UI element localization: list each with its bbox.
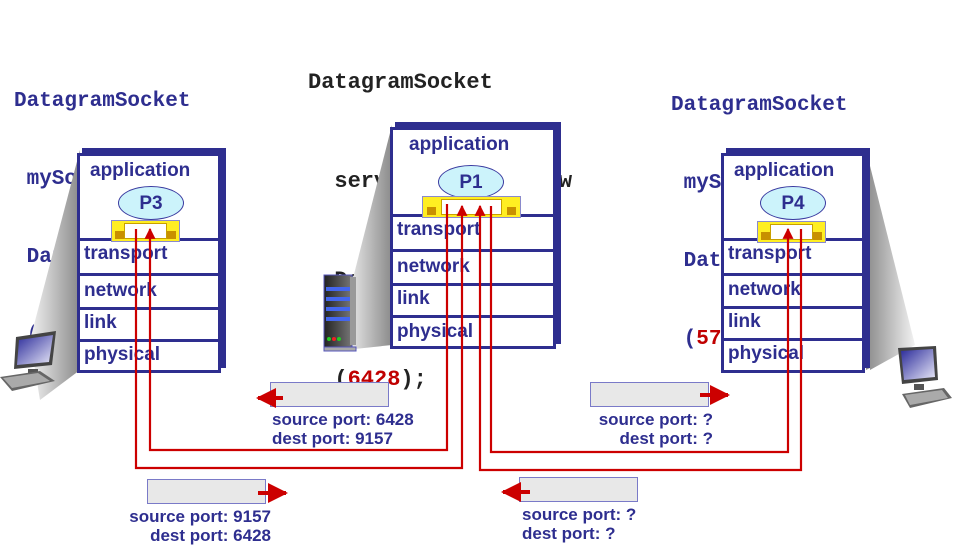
socket-p3[interactable] — [111, 220, 180, 242]
code-line: DatagramSocket — [308, 70, 493, 95]
segment-label-dest: dest port: 9157 — [272, 429, 393, 448]
layer-physical: physical — [80, 339, 218, 370]
segment-server-to-p4 — [590, 382, 709, 407]
client-computer-icon-left — [0, 331, 56, 391]
process-p3[interactable]: P3 — [118, 186, 184, 220]
socket-p1[interactable] — [422, 196, 521, 218]
process-p1[interactable]: P1 — [438, 165, 504, 199]
segment-label-source: source port: ? — [522, 505, 637, 524]
layer-application: application — [90, 160, 191, 181]
server-icon — [323, 274, 357, 352]
layer-physical: physical — [724, 338, 862, 370]
segment-label-dest: dest port: ? — [522, 524, 616, 543]
segment-label-source: source port: 9157 — [129, 507, 271, 526]
layer-network: network — [393, 249, 553, 283]
segment-label-source: source port: ? — [598, 410, 713, 429]
segment-p3-to-server — [147, 479, 266, 504]
protocol-stack-right: application P4 transport network link ph… — [721, 153, 865, 373]
client-computer-icon-right — [898, 346, 952, 408]
protocol-stack-center: application P1 transport network link ph… — [390, 127, 556, 349]
segment-label-source: source port: 6428 — [272, 410, 414, 429]
layer-network: network — [80, 273, 218, 307]
layer-link: link — [80, 307, 218, 339]
code-line: DatagramSocket — [671, 94, 848, 117]
layer-application: application — [734, 160, 835, 181]
code-line: DatagramSocket — [14, 90, 191, 113]
layer-physical: physical — [393, 315, 553, 346]
process-p4[interactable]: P4 — [760, 186, 826, 220]
socket-p4[interactable] — [757, 221, 826, 243]
segment-label-dest: dest port: 6428 — [150, 526, 271, 545]
layer-network: network — [724, 273, 862, 306]
layer-transport: transport — [393, 214, 553, 249]
segment-label-dest: dest port: ? — [619, 429, 714, 448]
segment-p4-to-server — [519, 477, 638, 502]
layer-transport: transport — [80, 238, 218, 273]
layer-link: link — [393, 283, 553, 315]
protocol-stack-left: application P3 transport network link ph… — [77, 153, 221, 373]
layer-transport: transport — [724, 238, 862, 273]
layer-link: link — [724, 306, 862, 338]
segment-server-to-p3 — [270, 382, 389, 407]
layer-application: application — [409, 134, 510, 155]
